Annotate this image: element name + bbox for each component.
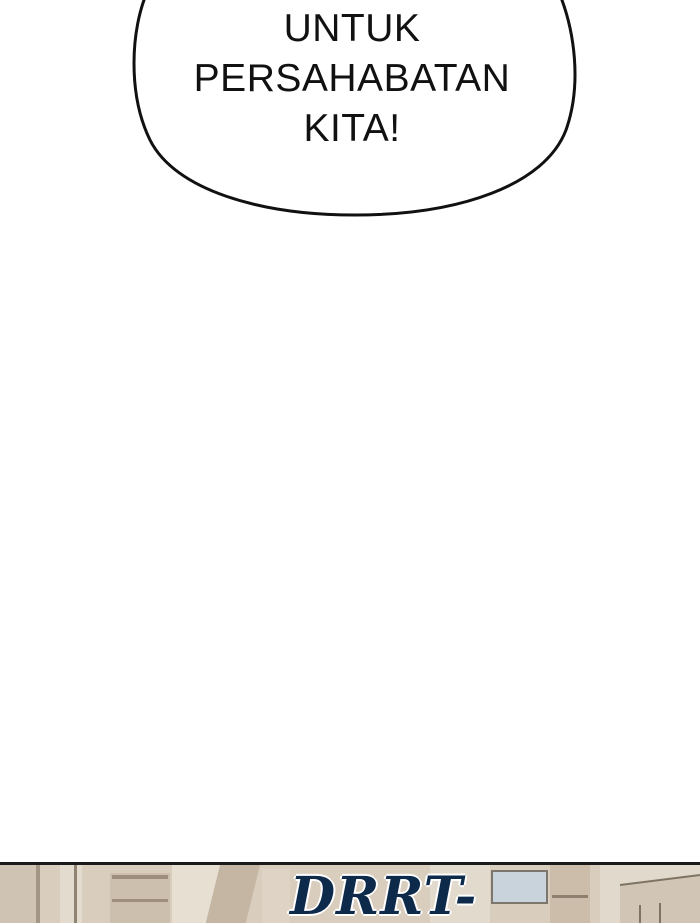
panel-scene-illustration xyxy=(0,865,700,923)
next-panel-background: DRRT- xyxy=(0,862,700,923)
speech-bubble-text: UNTUK PERSAHABATAN KITA! xyxy=(150,4,554,154)
speech-bubble-outline xyxy=(132,0,577,217)
speech-line-3: KITA! xyxy=(303,107,401,150)
speech-line-2: PERSAHABATAN xyxy=(193,57,511,100)
speech-line-1: UNTUK xyxy=(283,7,421,50)
sound-effect-text: DRRT- xyxy=(290,866,478,923)
